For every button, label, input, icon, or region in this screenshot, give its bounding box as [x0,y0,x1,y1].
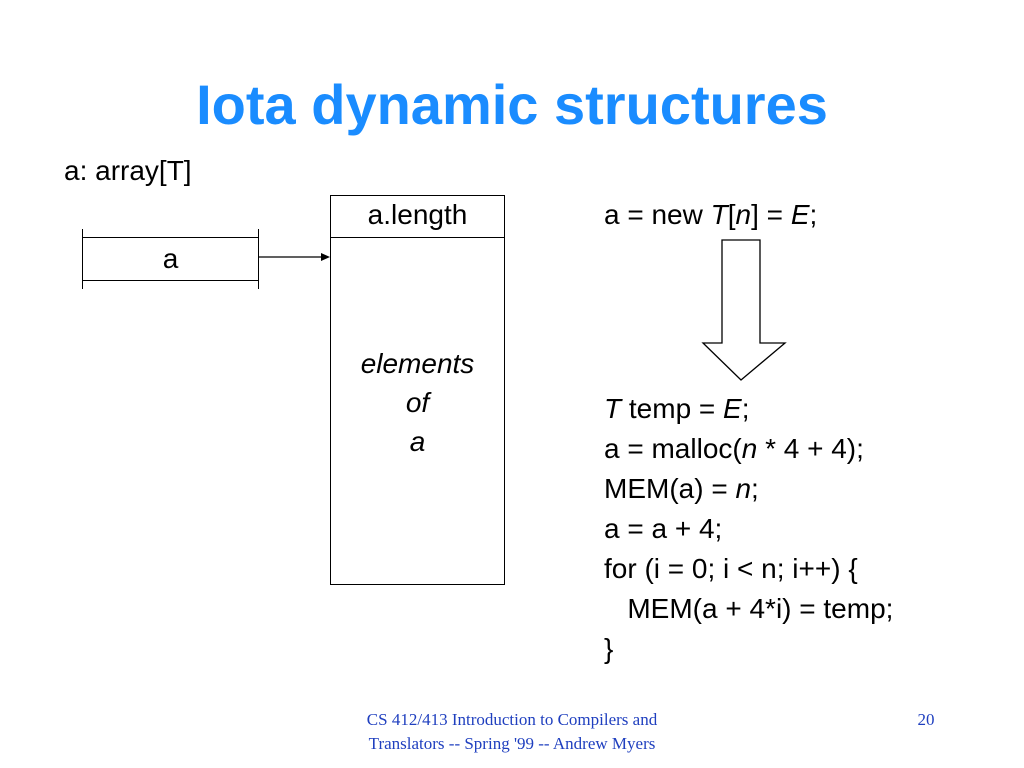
elements-line-1: elements [360,348,475,379]
code-line-3: MEM(a) = n; [604,473,759,504]
variable-cell-left-edge [82,229,83,289]
elements-line-3: a [409,426,426,457]
array-length-label: a.length [367,199,468,230]
code-line-7: } [604,633,614,664]
code-line-2: a = malloc(n * 4 + 4); [604,433,864,464]
code-line-1: T temp = E; [604,393,750,424]
array-block [330,195,505,585]
page-number: 20 [917,710,935,729]
variable-cell [82,237,259,281]
variable-label: a [162,243,179,274]
code-line-4: a = a + 4; [604,513,723,544]
elements-line-2: of [405,387,430,418]
source-statement: a = new T[n] = E; [604,199,818,230]
code-line-6: MEM(a + 4*i) = temp; [604,593,894,624]
array-elements-label: elements of a [330,344,505,461]
footer-course-info: CS 412/413 Introduction to Compilers and… [366,710,658,753]
array-header-divider [330,237,505,238]
translation-arrow [701,239,787,381]
pointer-arrow [259,253,330,261]
variable-cell-right-edge [258,229,259,289]
type-declaration: a: array[T] [64,155,192,186]
code-line-5: for (i = 0; i < n; i++) { [604,553,858,584]
slide-title: Iota dynamic structures [196,73,828,136]
